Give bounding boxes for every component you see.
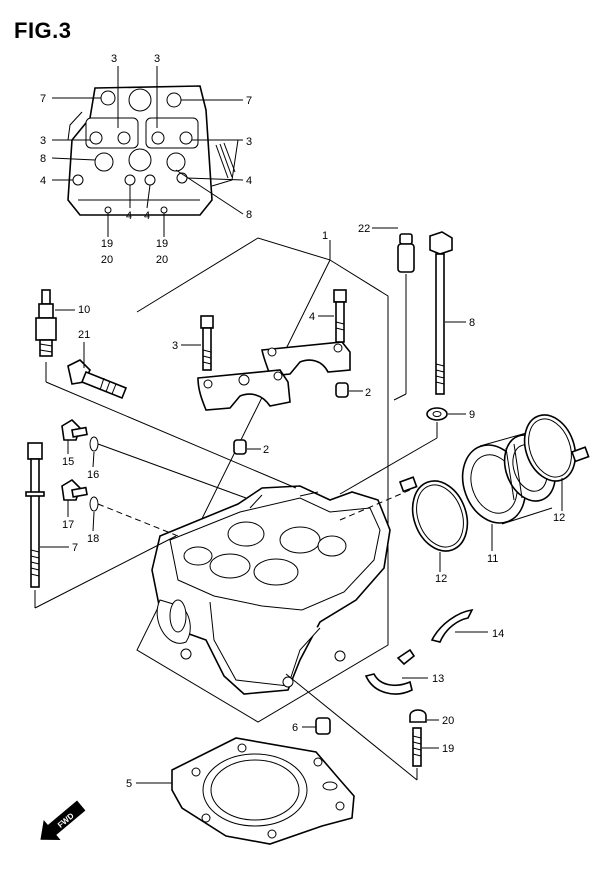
cam-holder-bolt — [200, 315, 214, 371]
callout-4: 4 — [144, 210, 150, 222]
callout-7: 7 — [246, 95, 252, 107]
callout-19: 19 — [156, 238, 168, 250]
callout-8: 8 — [246, 209, 252, 221]
callout-9: 9 — [469, 409, 475, 421]
callout-19: 19 — [442, 743, 454, 755]
callout-4: 4 — [126, 210, 132, 222]
callout-17: 17 — [62, 519, 74, 531]
hose-clamp — [398, 476, 469, 552]
dowel-pin — [315, 717, 331, 735]
callout-3: 3 — [172, 340, 178, 352]
callout-11: 11 — [487, 553, 498, 565]
callout-7: 7 — [72, 542, 78, 554]
callout-20: 20 — [101, 254, 113, 266]
callout-4: 4 — [246, 175, 252, 187]
callout-3: 3 — [154, 53, 160, 65]
callout-7: 7 — [40, 93, 46, 105]
callout-8: 8 — [40, 153, 46, 165]
stud-bolt — [412, 727, 422, 767]
callout-2: 2 — [365, 387, 371, 399]
spark-plug — [35, 289, 57, 357]
bolt-with-washer — [61, 418, 99, 452]
callout-14: 14 — [492, 628, 504, 640]
callout-8: 8 — [469, 317, 475, 329]
callout-20: 20 — [156, 254, 168, 266]
callout-5: 5 — [126, 778, 132, 790]
dowel-pin — [335, 382, 349, 398]
camshaft-holders — [197, 341, 351, 411]
top-view-callouts: 3 3 7 7 3 3 8 4 4 8 4 4 19 20 19 20 — [40, 53, 252, 266]
cylinder-head-top-view — [67, 85, 239, 216]
callout-4: 4 — [309, 311, 315, 323]
callout-19: 19 — [101, 238, 113, 250]
callout-3: 3 — [40, 135, 46, 147]
figure-title: FIG.3 — [14, 18, 72, 43]
bolt-with-washer — [61, 478, 99, 512]
cylinder-head — [151, 485, 391, 695]
callout-12: 12 — [435, 573, 447, 585]
head-gasket — [171, 737, 355, 845]
callout-2: 2 — [263, 444, 269, 456]
callout-3: 3 — [246, 136, 252, 148]
cap-nut — [409, 709, 427, 723]
head-bolt — [67, 359, 128, 400]
dowel-pin — [233, 439, 247, 455]
callout-16: 16 — [87, 469, 99, 481]
washer — [426, 407, 448, 421]
stud-cap — [397, 233, 415, 273]
callout-6: 6 — [292, 722, 298, 734]
callout-1: 1 — [322, 230, 328, 242]
callout-13: 13 — [432, 673, 444, 685]
callout-3: 3 — [111, 53, 117, 65]
callout-15: 15 — [62, 456, 74, 468]
callout-22: 22 — [358, 223, 370, 235]
callout-18: 18 — [87, 533, 99, 545]
hose-clamp — [523, 414, 590, 482]
cam-holder-bolt — [333, 289, 347, 343]
long-head-bolt — [429, 231, 453, 395]
forward-direction-icon: FWD — [40, 800, 86, 840]
half-ring-shim — [430, 608, 474, 643]
long-head-bolt — [25, 442, 45, 588]
callout-10: 10 — [78, 304, 90, 316]
callout-20: 20 — [442, 715, 454, 727]
callout-4: 4 — [40, 175, 46, 187]
half-ring-shim — [364, 648, 416, 695]
callout-12: 12 — [553, 512, 565, 524]
callout-21: 21 — [78, 329, 90, 341]
